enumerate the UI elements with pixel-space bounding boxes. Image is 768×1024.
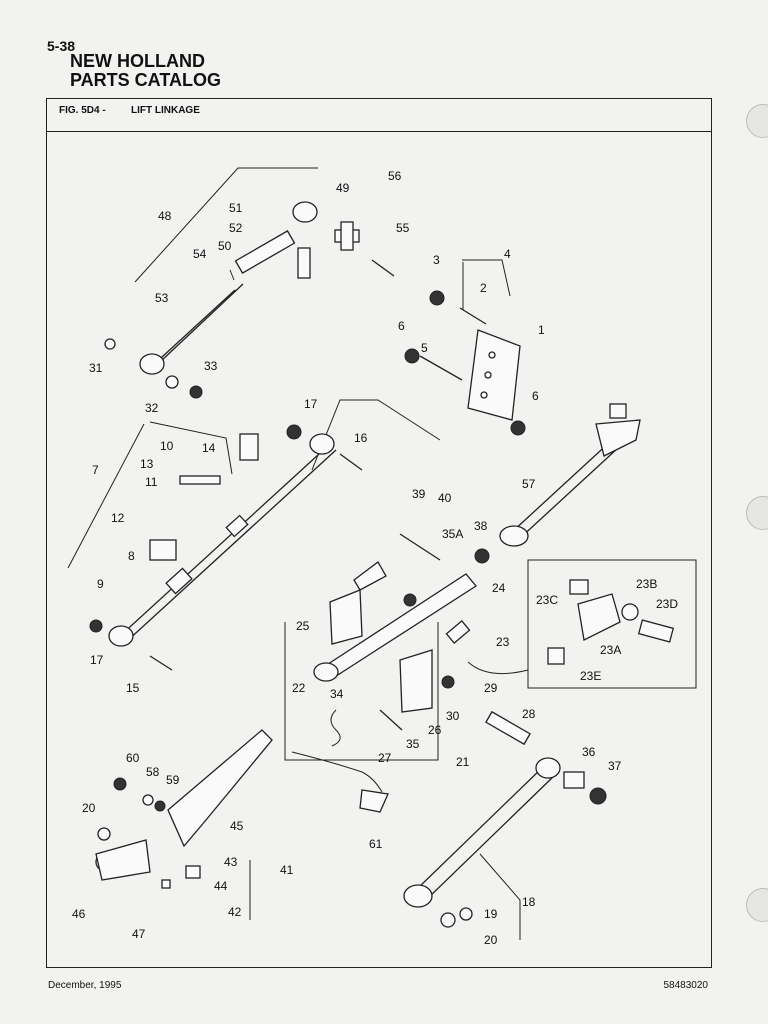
center-linkage-group [284,533,531,813]
page-number: 5-38 [47,38,76,54]
top-link-assembly [104,167,395,399]
callout-label: 39 [412,487,426,501]
callout-label: 6 [532,389,539,403]
callout-label: 2 [480,281,487,295]
lower-arm-assembly [95,729,273,920]
callout-label: 27 [378,751,392,765]
callout-label: 23C [536,593,558,607]
callout-label: 37 [608,759,622,773]
callout-label: 57 [522,477,536,491]
callout-label: 11 [145,475,158,489]
callout-label: 20 [484,933,498,947]
callout-label: 16 [354,431,368,445]
callout-label: 46 [72,907,86,921]
callout-label: 55 [396,221,410,235]
callout-label: 54 [193,247,207,261]
callout-label: 8 [128,549,135,563]
callout-label: 49 [336,181,350,195]
callout-label: 18 [522,895,536,909]
callout-label: 20 [82,801,96,815]
catalog-title: NEW HOLLAND PARTS CATALOG [70,52,221,90]
callout-label: 23D [656,597,678,611]
figure-label: FIG. 5D4 - [59,105,106,116]
upper-bracket-assembly [311,259,526,471]
callout-label: 47 [132,927,146,941]
callout-label: 60 [126,751,140,765]
callout-label: 35A [442,527,463,541]
callout-label: 38 [474,519,488,533]
callout-label: 10 [160,439,174,453]
callout-label: 7 [92,463,99,477]
figure-header: FIG. 5D4 - LIFT LINKAGE [47,99,711,132]
callout-label: 28 [522,707,536,721]
callout-labels: 56 49 48 51 52 50 55 54 4 3 2 53 1 6 5 3… [72,169,678,947]
inset-detail-23 [467,559,697,689]
callout-label: 43 [224,855,238,869]
callout-label: 26 [428,723,442,737]
callout-label: 12 [111,511,125,525]
callout-label: 40 [438,491,452,505]
callout-label: 33 [204,359,218,373]
callout-label: 31 [89,361,103,375]
callout-label: 13 [140,457,154,471]
figure-name: LIFT LINKAGE [131,105,200,116]
callout-label: 4 [504,247,511,261]
callout-label: 48 [158,209,172,223]
footer-catalog-number: 58483020 [663,980,709,991]
callout-label: 19 [484,907,498,921]
callout-label: 23A [600,643,621,657]
callout-label: 42 [228,905,242,919]
callout-label: 23E [580,669,601,683]
callout-label: 35 [406,737,420,751]
callout-label: 50 [218,239,232,253]
catalog-title-line1: NEW HOLLAND [70,51,205,71]
callout-label: 41 [280,863,294,877]
callout-label: 17 [90,653,104,667]
figure-frame: FIG. 5D4 - LIFT LINKAGE [46,98,712,968]
callout-label: 15 [126,681,140,695]
callout-label: 30 [446,709,460,723]
callout-label: 24 [492,581,506,595]
callout-label: 29 [484,681,498,695]
callout-label: 21 [456,755,470,769]
callout-label: 17 [304,397,318,411]
callout-label: 44 [214,879,228,893]
lift-rod-assembly [67,421,363,671]
footer-date: December, 1995 [48,980,122,991]
callout-label: 1 [538,323,545,337]
catalog-title-line2: PARTS CATALOG [70,70,221,90]
callout-label: 14 [202,441,216,455]
callout-label: 52 [229,221,243,235]
callout-label: 5 [421,341,428,355]
callout-label: 3 [433,253,440,267]
callout-label: 56 [388,169,402,183]
callout-label: 45 [230,819,244,833]
callout-label: 23 [496,635,510,649]
callout-label: 9 [97,577,104,591]
callout-label: 53 [155,291,169,305]
callout-label: 58 [146,765,160,779]
callout-label: 59 [166,773,180,787]
callout-label: 22 [292,681,306,695]
callout-label: 25 [296,619,310,633]
callout-label: 51 [229,201,243,215]
callout-label: 61 [369,837,383,851]
callout-label: 23B [636,577,657,591]
callout-label: 34 [330,687,344,701]
callout-label: 36 [582,745,596,759]
callout-label: 32 [145,401,159,415]
lift-arm-assembly [499,403,641,547]
callout-label: 6 [398,319,405,333]
lower-lift-link [403,757,607,940]
